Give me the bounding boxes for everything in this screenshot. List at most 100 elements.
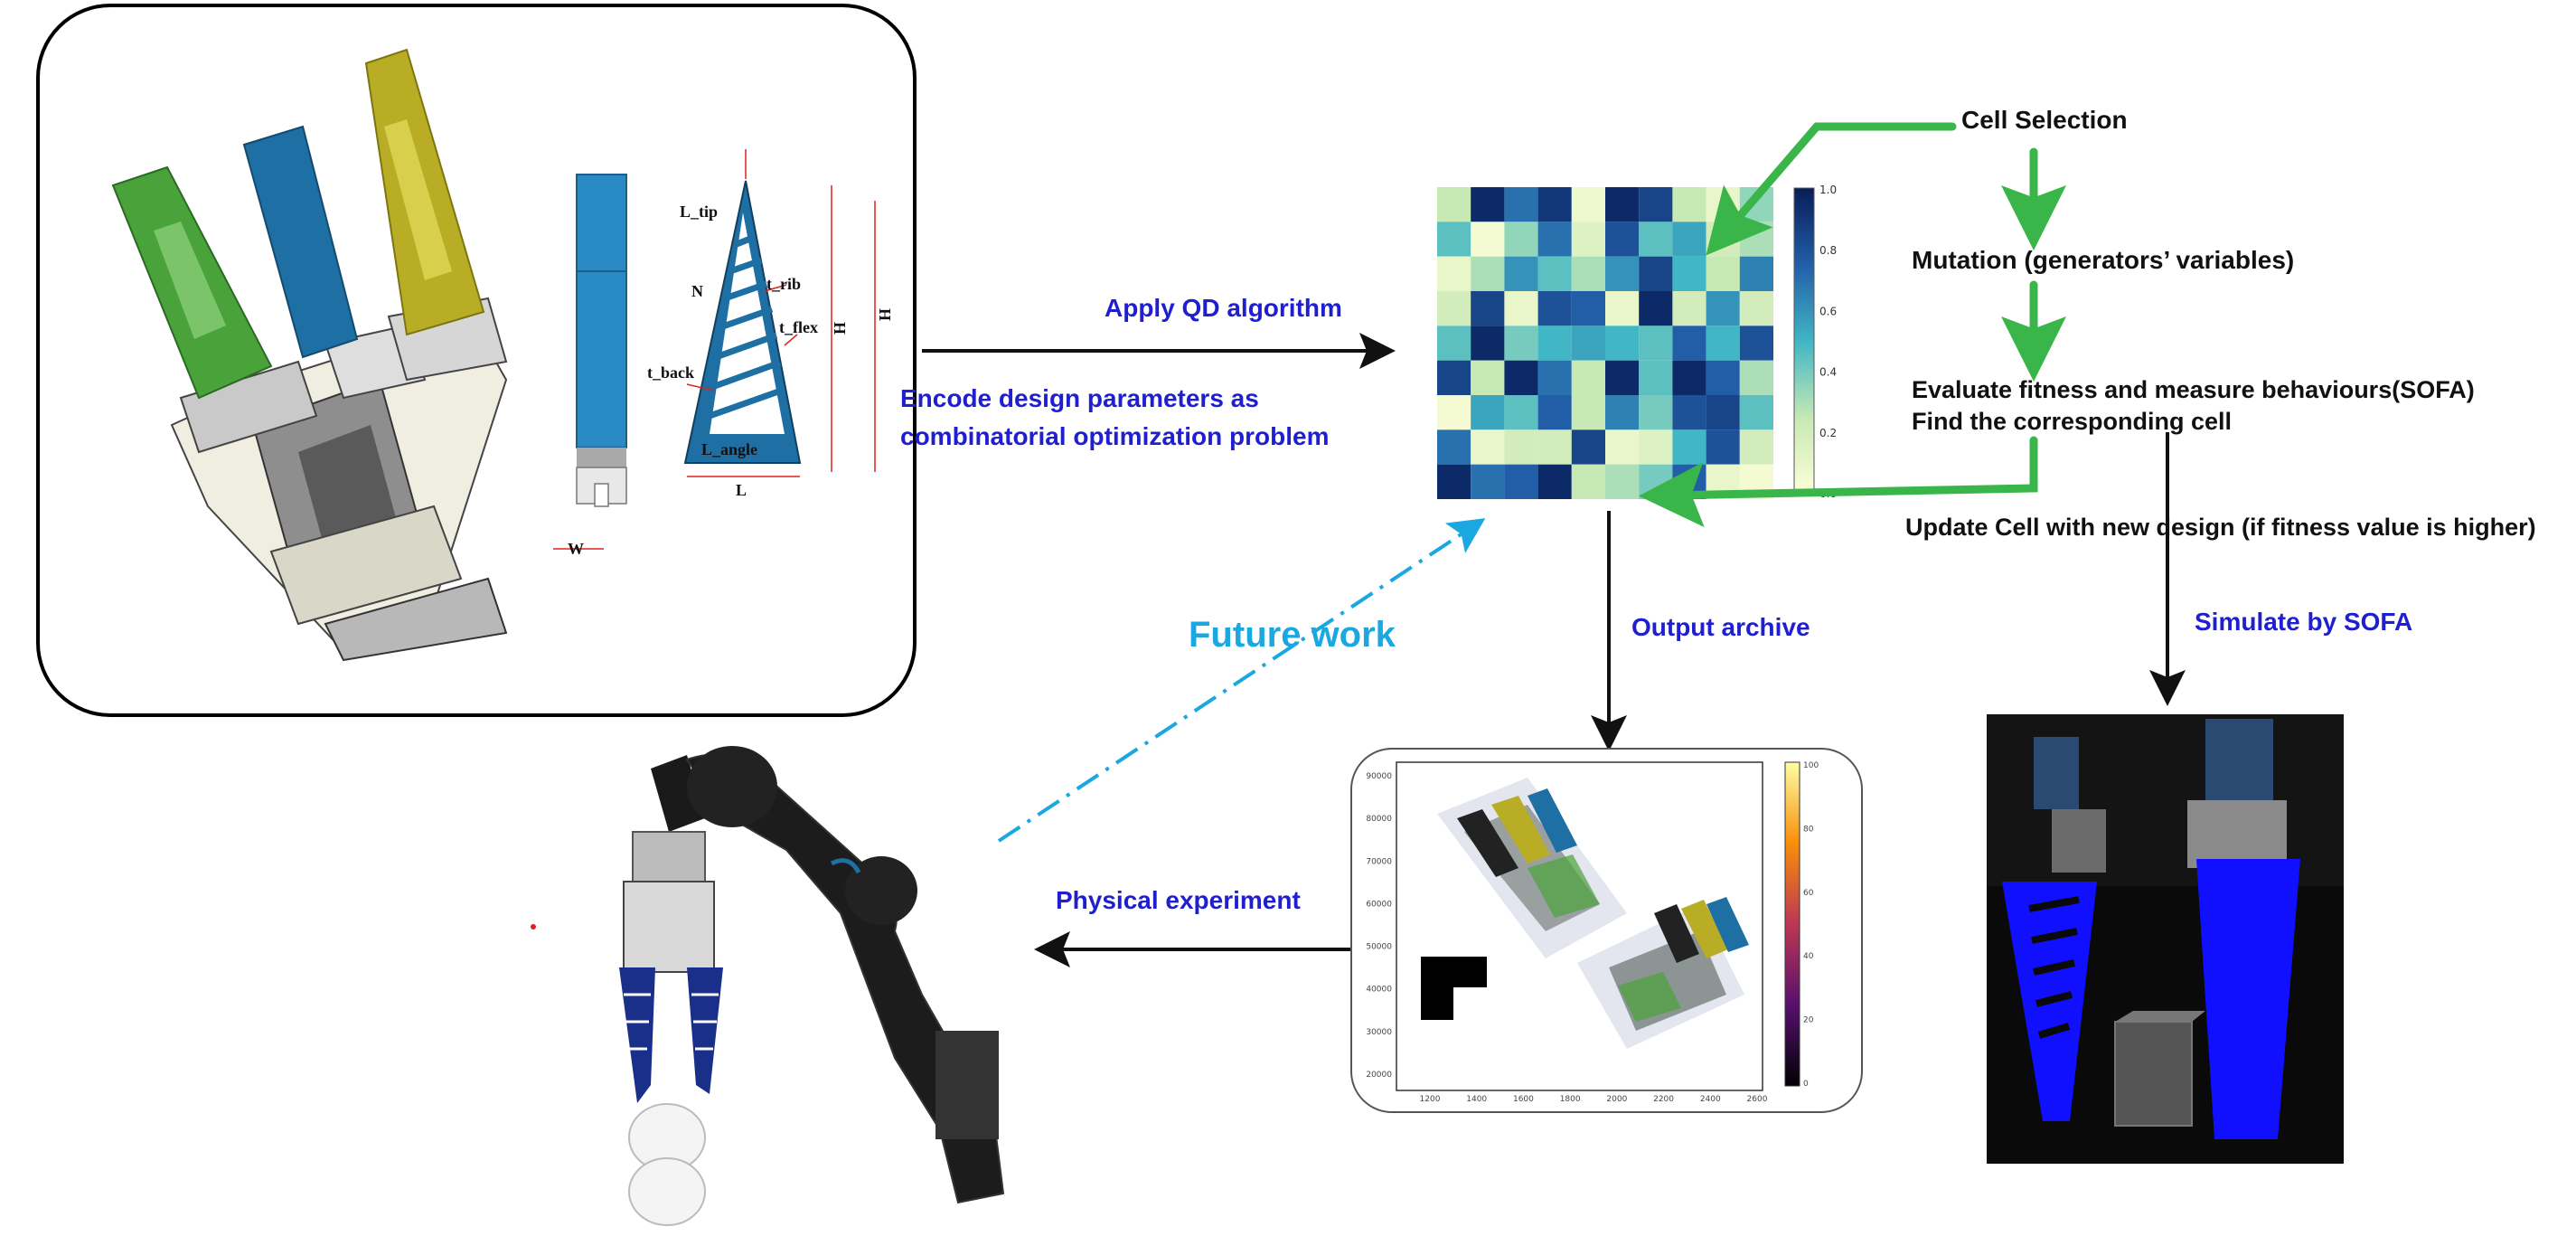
heatmap-cell bbox=[1537, 222, 1572, 257]
heatmap-cell bbox=[1437, 187, 1471, 222]
heatmap-cell bbox=[1672, 395, 1706, 430]
heatmap-cell bbox=[1739, 429, 1773, 465]
heatmap-cell bbox=[1639, 326, 1673, 361]
heatmap-cell bbox=[1471, 256, 1505, 291]
heatmap-cell bbox=[1605, 395, 1640, 430]
heatmap-cell bbox=[1471, 360, 1505, 395]
heatmap-cell bbox=[1706, 360, 1740, 395]
green-flow-arrows bbox=[1639, 122, 2066, 528]
heatmap-cell bbox=[1437, 222, 1471, 257]
archive-y-tick: 80000 bbox=[1366, 815, 1392, 824]
blue-finger bbox=[242, 125, 359, 359]
heatmap-cell bbox=[1739, 256, 1773, 291]
archive-colorbar-tick: 60 bbox=[1803, 889, 1814, 898]
heatmap-cell bbox=[1571, 429, 1605, 465]
heatmap-cell bbox=[1437, 395, 1471, 430]
heatmap-cell bbox=[1571, 222, 1605, 257]
heatmap-cell bbox=[1639, 187, 1673, 222]
robot-arm-experiment bbox=[531, 746, 1005, 1226]
arrow-future-work bbox=[997, 518, 1486, 843]
heatmap-cell bbox=[1605, 360, 1640, 395]
archive-y-tick: 90000 bbox=[1366, 772, 1392, 781]
heatmap-cell bbox=[1605, 429, 1640, 465]
heatmap-cell bbox=[1605, 187, 1640, 222]
heatmap-cell bbox=[1504, 222, 1538, 257]
label-physical-experiment: Physical experiment bbox=[1056, 886, 1301, 914]
heatmap-cell bbox=[1571, 291, 1605, 326]
archive-colorbar-tick: 80 bbox=[1803, 825, 1814, 834]
heatmap-colorbar-ticks: 1.00.80.60.40.20.0 bbox=[1819, 184, 1837, 500]
label-apply-qd: Apply QD algorithm bbox=[1105, 294, 1342, 322]
dim-h-outer: H bbox=[876, 308, 894, 321]
heatmap-cell bbox=[1605, 326, 1640, 361]
heatmap-cell bbox=[1504, 464, 1538, 499]
heatmap-colorbar-tick: 0.8 bbox=[1819, 244, 1837, 257]
heatmap-cell bbox=[1504, 256, 1538, 291]
archive-colorbar-tick: 100 bbox=[1803, 761, 1819, 770]
heatmap-cell bbox=[1571, 464, 1605, 499]
heatmap-cell bbox=[1672, 360, 1706, 395]
dim-t-flex: t_flex bbox=[779, 318, 818, 336]
archive-colorbar-tick: 40 bbox=[1803, 952, 1814, 961]
heatmap-cell bbox=[1537, 256, 1572, 291]
heatmap-cell bbox=[1739, 222, 1773, 257]
archive-y-tick: 70000 bbox=[1366, 857, 1392, 866]
archive-colorbar-tick: 20 bbox=[1803, 1016, 1814, 1025]
heatmap-cell bbox=[1672, 429, 1706, 465]
heatmap-cell bbox=[1706, 256, 1740, 291]
heatmap-cell bbox=[1437, 464, 1471, 499]
heatmap-cell bbox=[1672, 291, 1706, 326]
heatmap-cell bbox=[1571, 187, 1605, 222]
heatmap-cell bbox=[1437, 256, 1471, 291]
dim-l-angle: L_angle bbox=[701, 440, 757, 458]
heatmap-cell bbox=[1437, 360, 1471, 395]
archive-y-tick: 60000 bbox=[1366, 900, 1392, 909]
finger-side-view bbox=[553, 174, 627, 550]
label-encode-line2: combinatorial optimization problem bbox=[900, 422, 1329, 450]
heatmap-colorbar-tick: 1.0 bbox=[1819, 184, 1837, 196]
heatmap-cell bbox=[1537, 429, 1572, 465]
archive-x-tick: 1800 bbox=[1560, 1095, 1581, 1104]
heatmap-cell bbox=[1706, 395, 1740, 430]
heatmap-cell bbox=[1504, 429, 1538, 465]
heatmap-colorbar bbox=[1793, 187, 1815, 496]
heatmap-cell bbox=[1639, 256, 1673, 291]
dim-t-back: t_back bbox=[647, 363, 694, 382]
dim-h: H bbox=[831, 322, 849, 335]
heatmap-cell bbox=[1537, 464, 1572, 499]
heatmap-cell bbox=[1504, 187, 1538, 222]
step-evaluate-line1: Evaluate fitness and measure behaviours(… bbox=[1912, 376, 2475, 403]
archive-x-tick: 2400 bbox=[1700, 1095, 1721, 1104]
archive-x-tick: 1400 bbox=[1466, 1095, 1487, 1104]
heatmap-cell bbox=[1571, 360, 1605, 395]
heatmap-cell bbox=[1706, 429, 1740, 465]
archive-y-tick: 30000 bbox=[1366, 1028, 1392, 1037]
heatmap-cell bbox=[1537, 326, 1572, 361]
gripper-design-panel: L_tip N t_rib t_flex t_back L_angle L H … bbox=[36, 4, 917, 717]
archive-y-tick: 20000 bbox=[1366, 1071, 1392, 1080]
dim-t-rib: t_rib bbox=[766, 275, 801, 293]
heatmap-cell bbox=[1537, 395, 1572, 430]
heatmap-cell bbox=[1537, 187, 1572, 222]
step-evaluate-line2: Find the corresponding cell bbox=[1912, 408, 2232, 435]
heatmap-cell bbox=[1605, 291, 1640, 326]
archive-x-tick: 2000 bbox=[1606, 1095, 1627, 1104]
heatmap-cell bbox=[1437, 291, 1471, 326]
heatmap-cell bbox=[1437, 326, 1471, 361]
heatmap-cell bbox=[1471, 429, 1505, 465]
heatmap-cell bbox=[1471, 395, 1505, 430]
archive-x-tick: 1200 bbox=[1420, 1095, 1441, 1104]
heatmap-cell bbox=[1739, 326, 1773, 361]
label-encode-line1: Encode design parameters as bbox=[900, 384, 1259, 412]
archive-x-tick: 1600 bbox=[1513, 1095, 1534, 1104]
heatmap-cell bbox=[1605, 222, 1640, 257]
heatmap-cell bbox=[1471, 187, 1505, 222]
archive-y-tick: 40000 bbox=[1366, 986, 1392, 995]
heatmap-cell bbox=[1639, 429, 1673, 465]
heatmap-cell bbox=[1639, 360, 1673, 395]
heatmap-cell bbox=[1739, 360, 1773, 395]
